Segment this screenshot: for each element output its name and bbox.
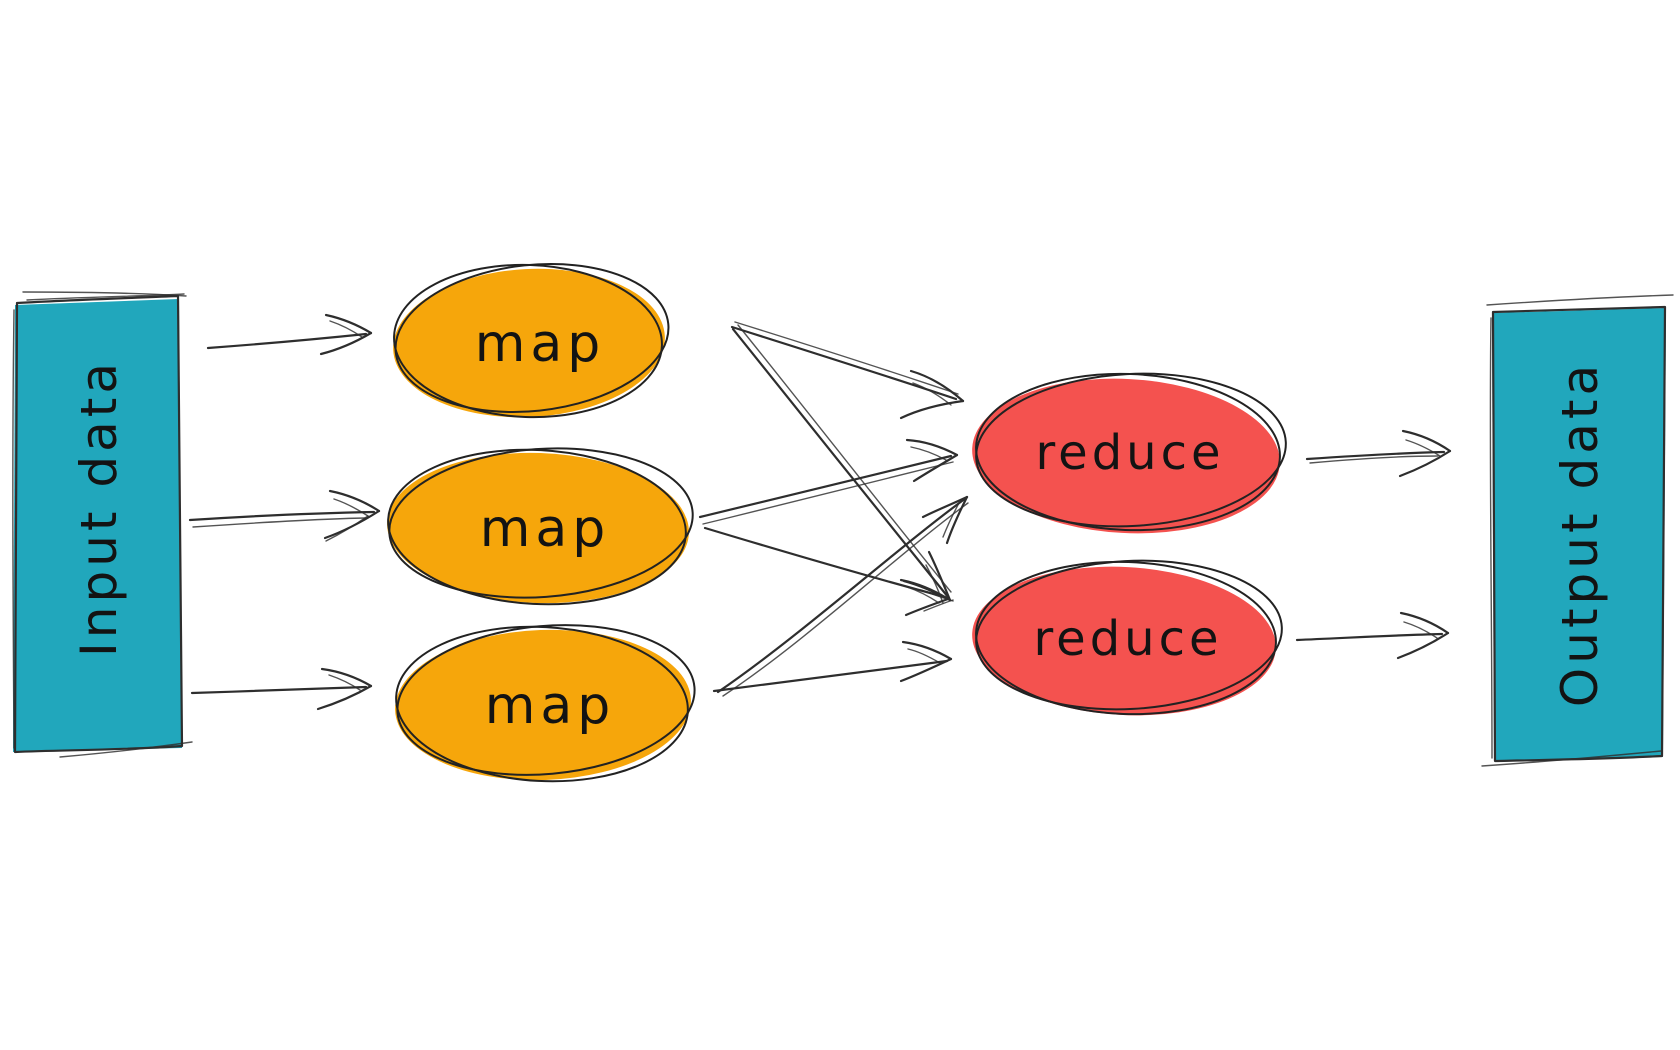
edge-arrowhead [921,495,969,519]
edge-arrowhead [329,320,363,338]
edge-shaft [188,510,376,522]
edge-shaft [702,461,954,525]
edge-map1-reduce1 [730,321,965,420]
edge-arrowhead [942,502,960,538]
edge-map2-reduce2 [703,526,954,617]
reduce-node-2-fill [972,566,1276,716]
edge-input-map3 [190,667,373,711]
input-block-sketch-top2 [26,293,185,301]
edge-shaft [712,659,949,693]
input-block-label: Input data [70,359,128,657]
output-block-label: Output data [1551,361,1609,707]
map-node-1-fill [393,268,665,418]
map-node-2-label: map [480,499,611,559]
map-node-3: map [395,624,696,783]
edge-shaft [1295,632,1444,642]
edge-arrowhead [320,667,373,688]
edge-arrowhead [945,495,969,545]
map-node-1-outline2 [393,263,663,419]
edge-arrowhead [1403,621,1438,639]
edge-arrowhead [912,382,952,406]
edge-reduce1-output [1305,429,1452,478]
edge-shaft [737,324,952,593]
edge-arrowhead [909,369,965,403]
input-data-block: Input data [12,291,193,758]
edge-arrowhead [907,648,941,664]
edge-shaft [190,685,368,695]
edge-shaft [1305,450,1446,461]
map-node-3-outline2 [395,625,689,783]
edge-input-map2 [188,489,381,542]
reduce-node-2-label: reduce [1033,611,1222,667]
edge-arrowhead [1396,631,1450,660]
edge-shaft [716,496,968,694]
output-block-fill [1492,308,1666,761]
edge-arrowhead [324,313,373,335]
edge-arrowhead [901,640,953,661]
edge-arrowhead [328,489,381,513]
output-block-sketch-top [1486,294,1674,306]
map-node-1: map [393,263,670,419]
map-node-2: map [387,447,694,606]
map-node-1-label: map [475,314,606,374]
reduce-node-1-outline2 [975,372,1281,532]
edge-shaft [1309,455,1439,464]
edge-arrowhead [925,564,944,604]
edge-shaft [698,454,953,519]
map-node-3-fill [395,629,691,781]
edge-map3-reduce1 [716,495,969,697]
edge-arrowhead [316,684,373,711]
edge-sketch-stray [920,589,954,602]
edge-arrowhead [1401,429,1452,453]
edge-arrowhead [1399,611,1450,635]
edge-arrowhead [328,674,361,691]
input-block-sketch-left [12,309,15,749]
edge-arrowhead [927,550,952,602]
edge-arrowhead [1405,439,1441,457]
reduce-node-1-fill [972,378,1280,534]
input-block-fill [13,299,182,752]
reduce-node-1-label: reduce [1035,425,1224,481]
edge-arrowhead [899,657,953,683]
edge-arrowhead [899,399,965,420]
output-block-sketch-bottom [1481,750,1662,767]
input-block-outline [13,294,184,754]
edge-arrowhead [905,438,959,457]
edge-reduce2-output [1295,611,1450,660]
edge-arrowhead [906,586,940,604]
edge-arrowhead [910,446,947,461]
edge-map2-reduce1 [698,438,959,525]
edge-arrowhead [904,597,950,617]
output-data-block: Output data [1481,294,1674,767]
output-block-outline [1491,305,1667,763]
reduce-node-1: reduce [972,372,1287,534]
edge-shaft [192,517,366,528]
output-block-sketch-left [1489,317,1493,759]
edge-input-map1 [206,313,373,356]
map-node-2-outline2 [387,448,687,606]
edge-arrowhead [912,453,959,483]
edge-shaft [722,502,969,697]
edge-shaft [731,327,950,599]
map-node-3-label: map [485,676,616,736]
edge-shaft [206,332,368,350]
edge-arrowhead [319,331,373,356]
edge-shaft [734,321,959,395]
edge-arrowhead [325,515,369,542]
edge-shaft [703,526,947,599]
reduce-node-2: reduce [972,559,1283,716]
edge-arrowhead [899,578,950,601]
edge-arrowhead [333,498,369,517]
edge-map3-reduce2 [712,640,953,693]
edge-arrowhead [1398,449,1452,478]
map-node-2-fill [387,452,689,604]
input-block-sketch-bottom [59,741,193,758]
reduce-node-2-outline2 [975,560,1277,716]
